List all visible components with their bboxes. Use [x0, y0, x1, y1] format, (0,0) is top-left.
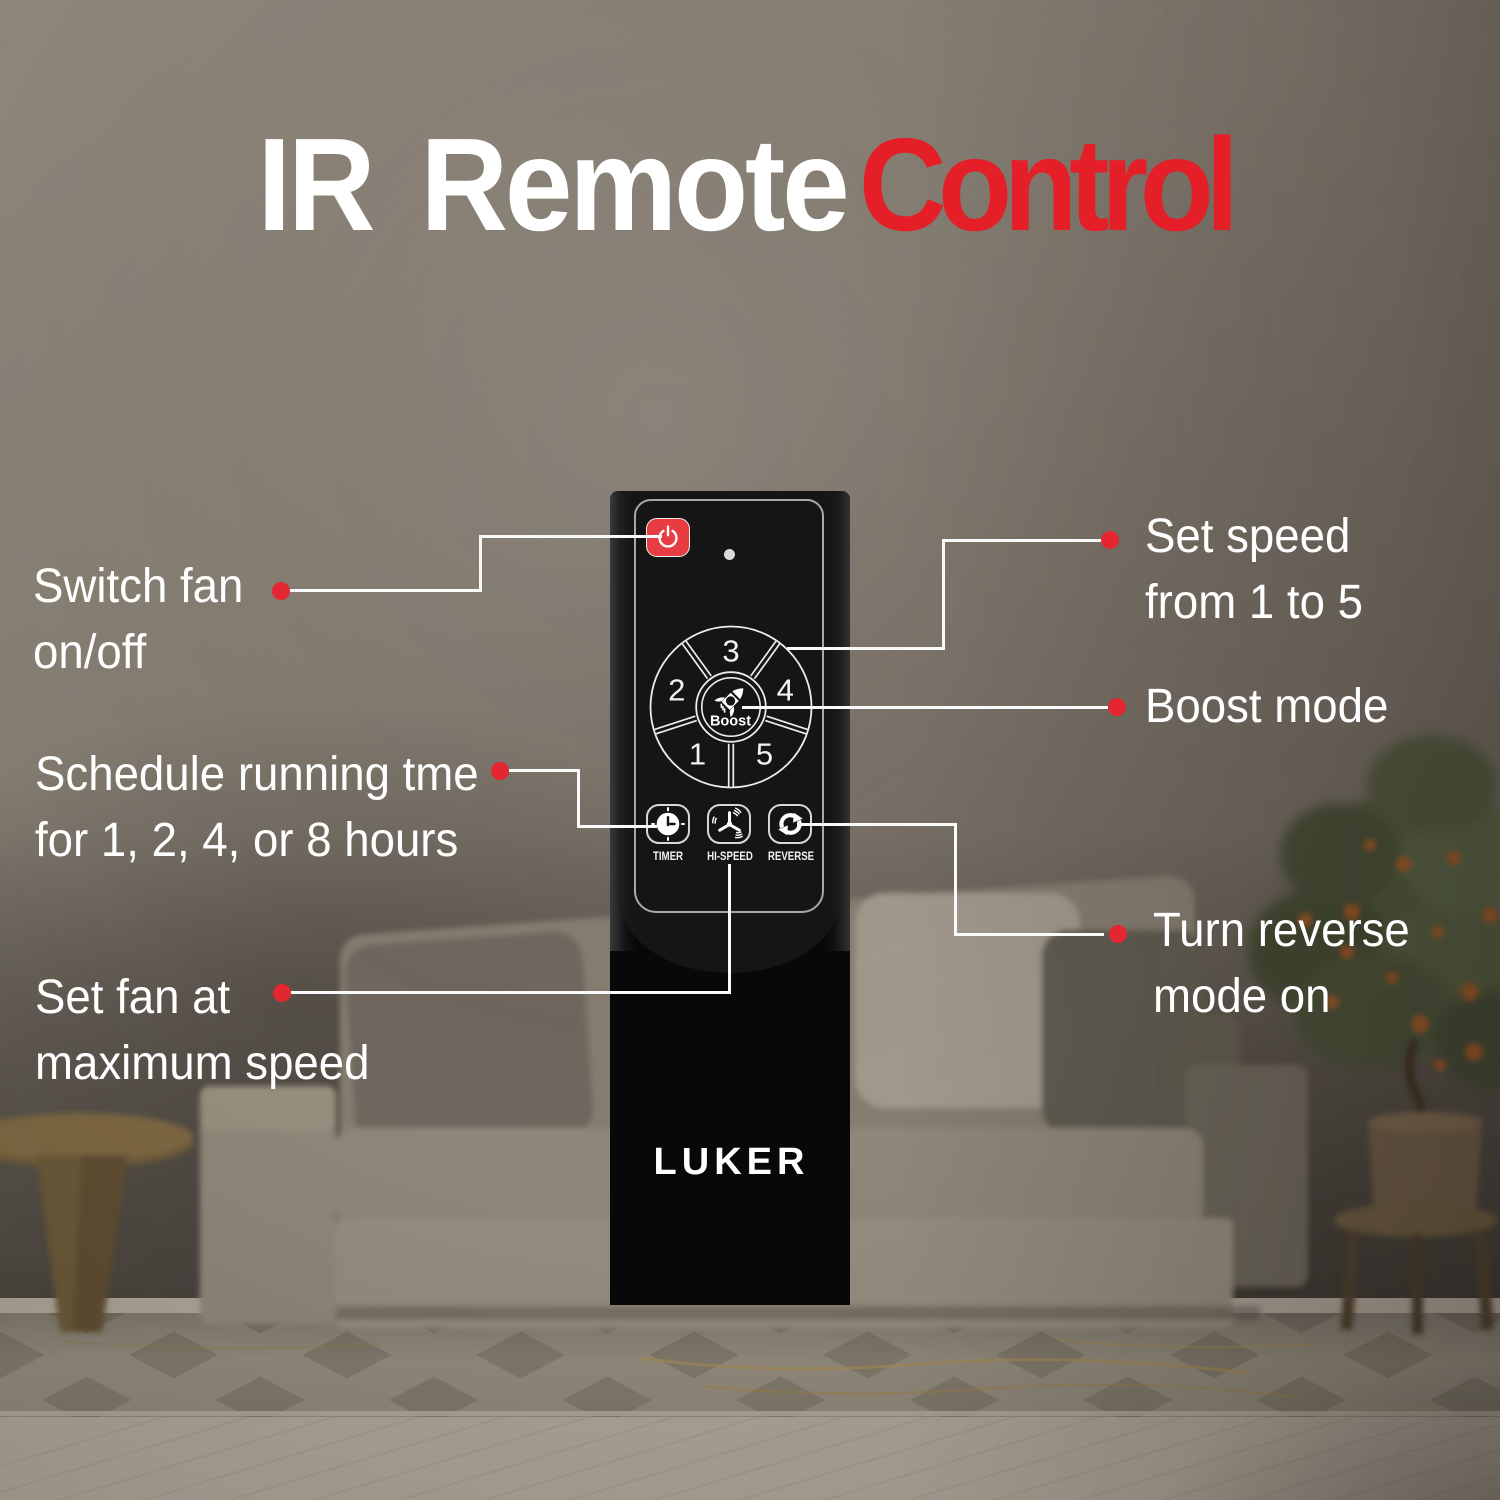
- svg-text:Boost: Boost: [710, 714, 751, 730]
- svg-text:4: 4: [777, 673, 794, 708]
- svg-text:2: 2: [668, 673, 685, 708]
- svg-text:1: 1: [689, 736, 706, 771]
- svg-text:5: 5: [756, 736, 773, 771]
- svg-text:3: 3: [722, 633, 739, 668]
